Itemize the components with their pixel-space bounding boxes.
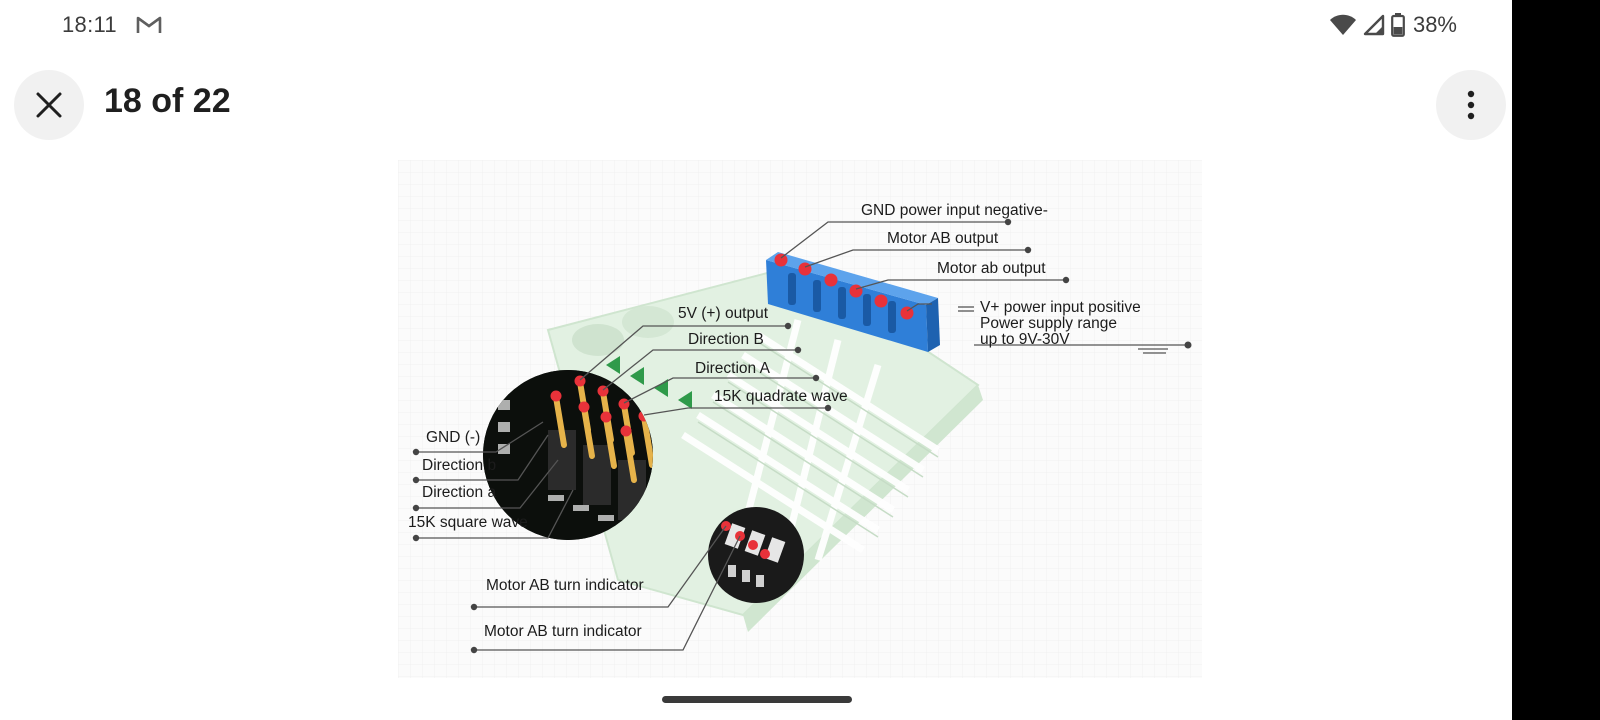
label-turn-indicator-2: Motor AB turn indicator	[484, 623, 642, 640]
more-vert-icon	[1467, 90, 1475, 120]
close-icon	[36, 92, 62, 118]
screen: 18:11 38% 18 of 22	[14, 10, 1506, 703]
green-header	[606, 356, 692, 409]
label-turn-indicator-1: Motor AB turn indicator	[486, 577, 644, 594]
label-vplus-line2: Power supply range	[980, 315, 1117, 332]
page-counter-title: 18 of 22	[104, 82, 231, 120]
leader-lines	[416, 221, 1188, 651]
label-motor-ab-output: Motor ab output	[937, 260, 1046, 277]
battery-percent: 38%	[1412, 12, 1457, 37]
label-5v-output: 5V (+) output	[678, 305, 769, 322]
signal-icon	[1363, 14, 1385, 36]
label-gnd-minus: GND (-)	[426, 429, 480, 446]
label-direction-A: Direction A	[695, 360, 771, 377]
label-gnd-power-input: GND power input negative-	[861, 202, 1048, 219]
label-15k-square-wave: 15K square wave	[408, 514, 528, 531]
label-motor-AB-output: Motor AB output	[887, 230, 999, 247]
label-direction-B: Direction B	[688, 331, 764, 348]
status-time: 18:11	[62, 12, 117, 37]
label-direction-b: Direction b	[422, 457, 496, 474]
more-options-button[interactable]	[1436, 70, 1506, 140]
label-15k-quadrate-wave: 15K quadrate wave	[714, 388, 848, 405]
label-direction-a: Direction a	[422, 484, 496, 501]
status-icons: 38%	[1329, 10, 1457, 40]
board	[546, 263, 983, 632]
label-vplus-line1: V+ power input positive	[980, 299, 1141, 316]
wifi-icon	[1329, 14, 1356, 35]
screen-edge-bar	[1512, 0, 1600, 720]
leader-dots	[412, 218, 1192, 654]
led-zoom	[708, 507, 804, 603]
battery-icon	[1391, 13, 1405, 37]
label-vplus-line3: up to 9V-30V	[980, 331, 1070, 348]
home-indicator[interactable]	[662, 696, 852, 703]
close-button[interactable]	[14, 70, 84, 140]
product-image[interactable]: GND power input negative- Motor AB outpu…	[398, 160, 1202, 678]
pin-header-zoom	[483, 370, 653, 540]
gmail-icon	[136, 16, 162, 33]
